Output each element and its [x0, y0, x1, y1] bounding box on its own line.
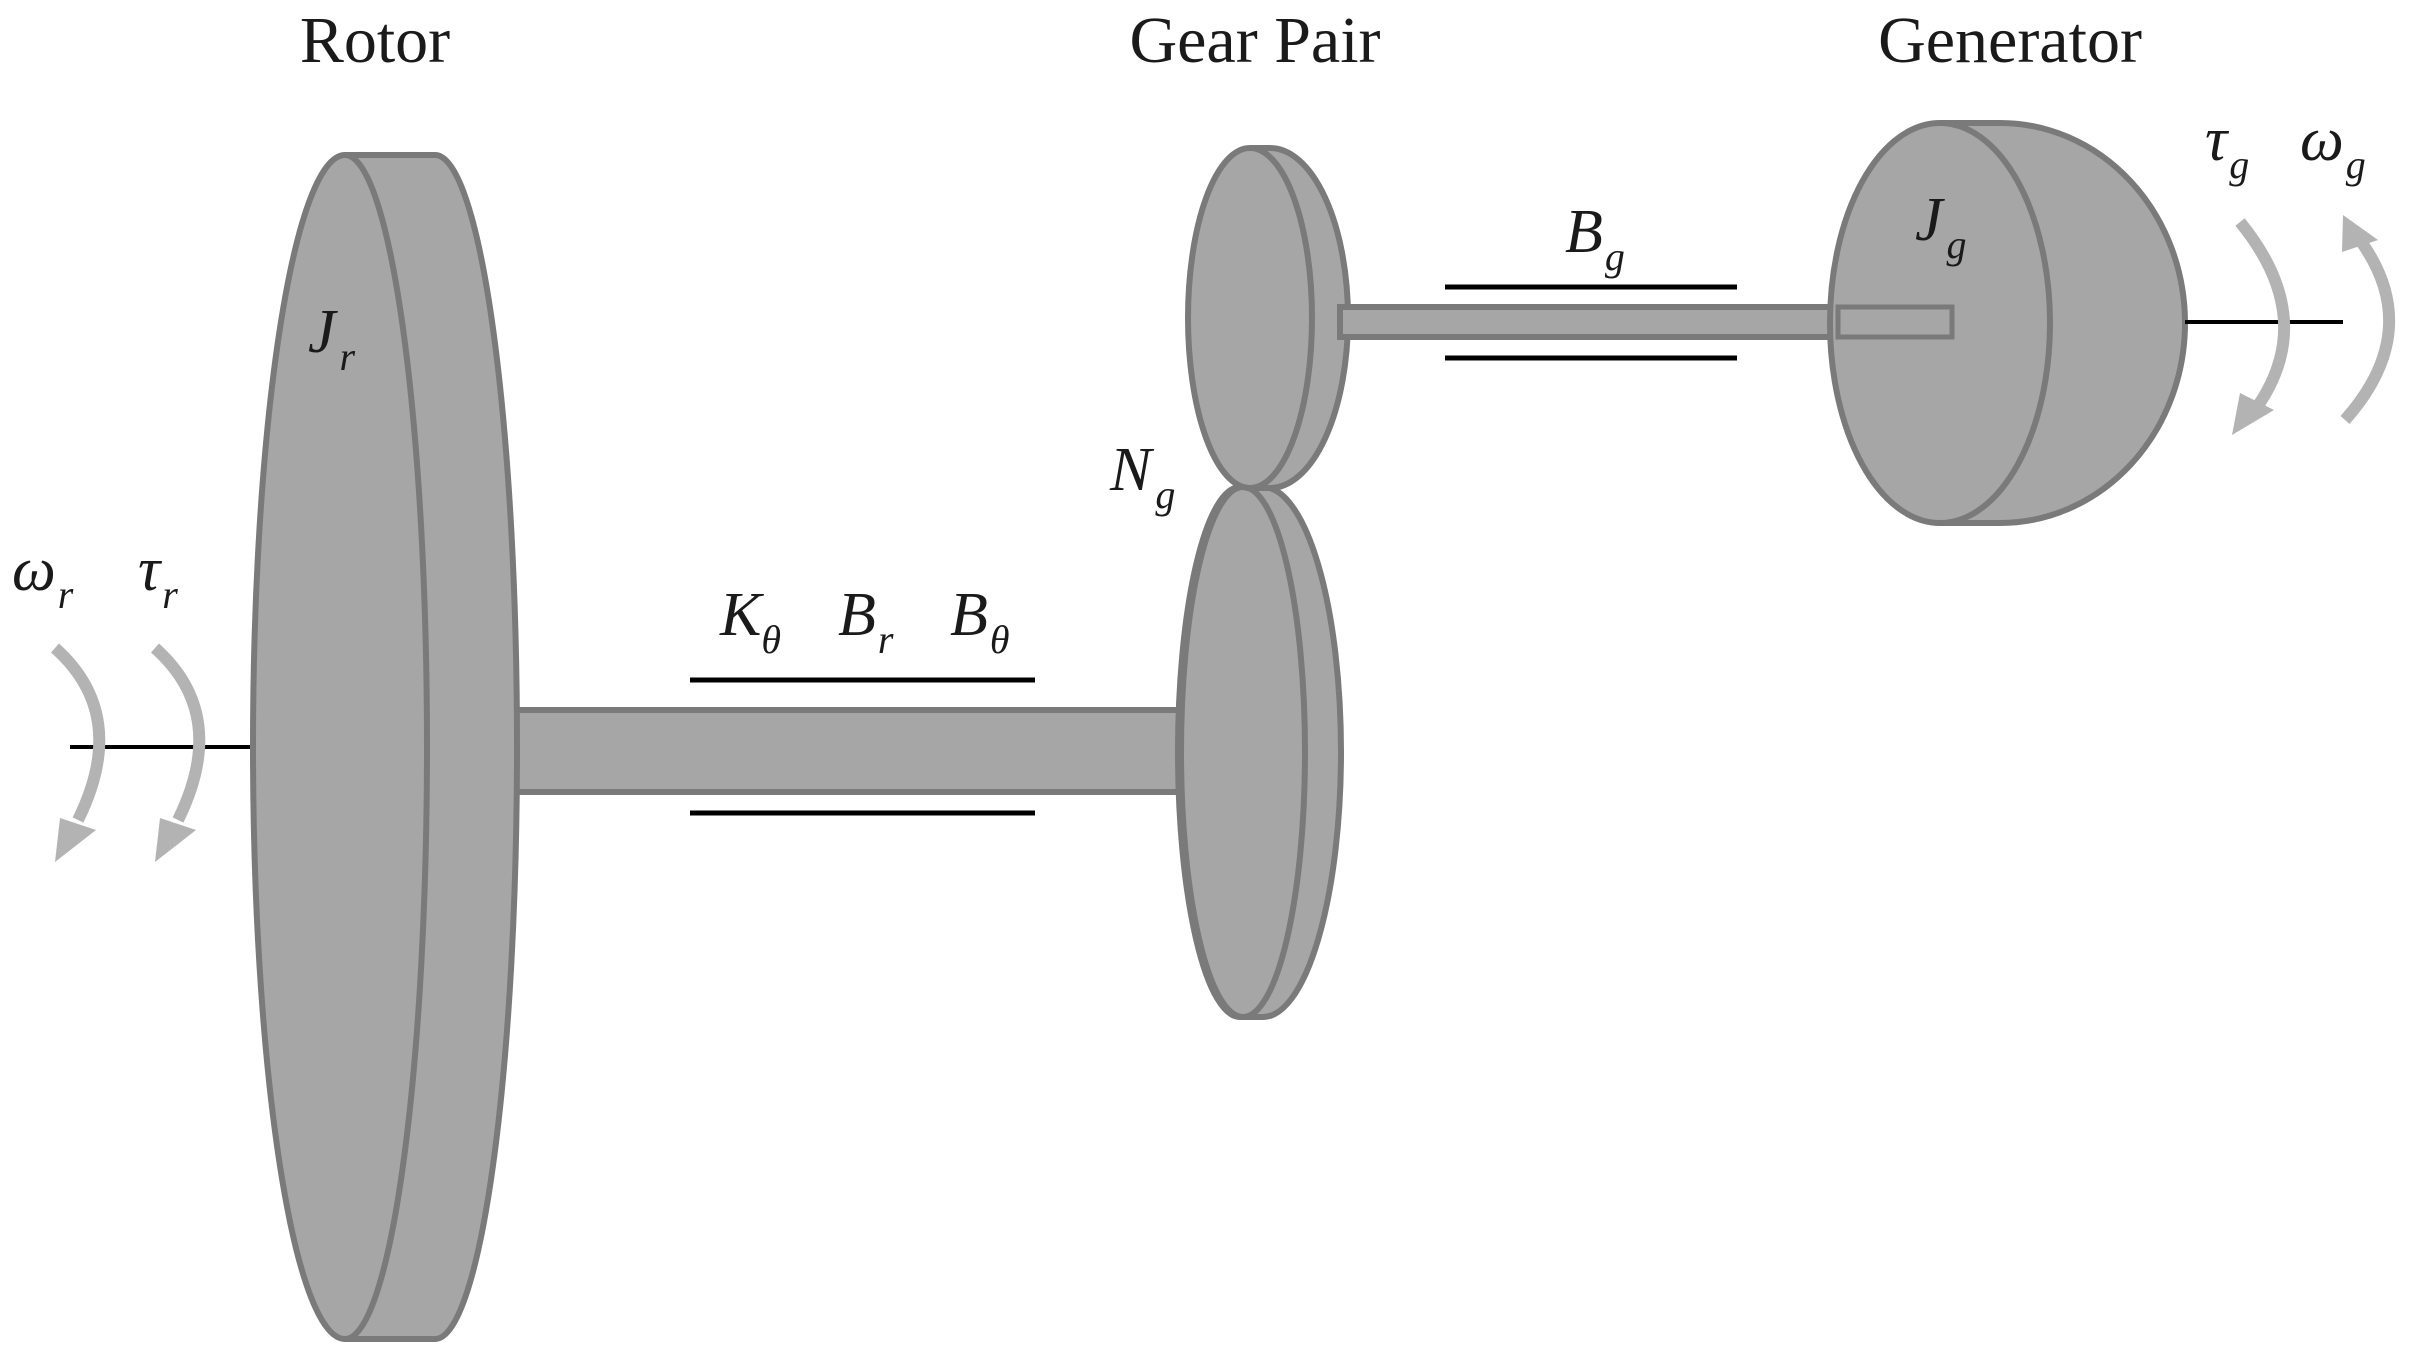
generator-damping-label: Bg [1565, 198, 1625, 279]
low-speed-shaft [497, 707, 1243, 795]
rotor-speed-arrow [50, 643, 106, 862]
upper-gear [1185, 145, 1351, 491]
generator-torque-label: τg [2205, 106, 2249, 187]
rotor-damping-label: Br [838, 581, 894, 662]
rotor-title: Rotor [300, 4, 450, 77]
generator-title: Generator [1878, 4, 2142, 77]
generator-speed-label: ωg [2300, 106, 2366, 187]
generator-torque-arrow [2232, 218, 2291, 435]
rotor-torque-arrow [150, 643, 206, 862]
rotor-torque-label: τr [138, 536, 178, 617]
generator-shaft-stub [1835, 304, 1955, 340]
rotor-disc [250, 152, 520, 1342]
generator-speed-arrow [2340, 215, 2396, 424]
rotor-speed-label: ωr [12, 536, 74, 617]
shaft-stiffness-label: Kθ [719, 581, 781, 662]
generator-body [1827, 120, 2188, 526]
lower-gear [1175, 484, 1344, 1020]
shaft-damping-label: Bθ [950, 581, 1010, 662]
gear-pair-title: Gear Pair [1129, 4, 1380, 77]
